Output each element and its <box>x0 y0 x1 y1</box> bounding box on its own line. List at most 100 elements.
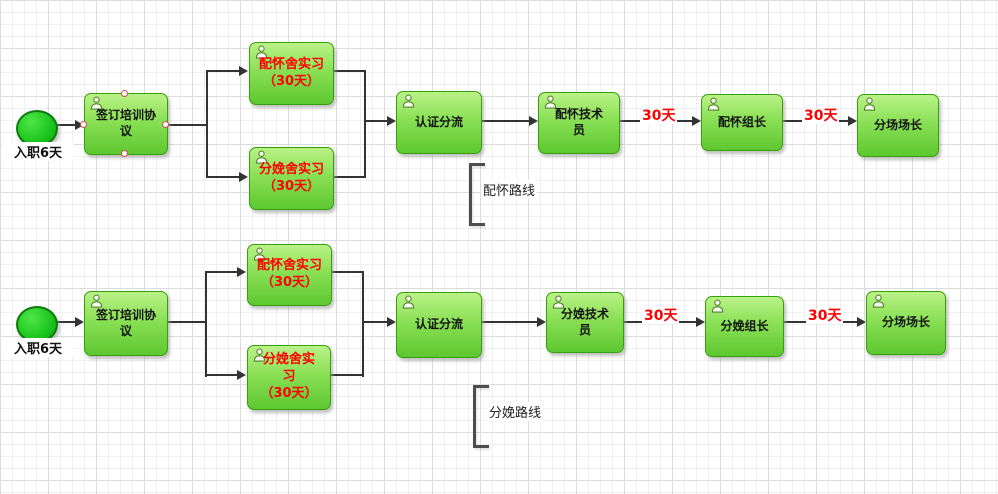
connector-split-vertical[interactable] <box>206 70 208 178</box>
route-label-farrowing: 分娩路线 <box>487 402 544 421</box>
node-certification-split-row2[interactable]: 认证分流 <box>396 292 482 358</box>
connector-split-to-branch-a[interactable] <box>207 70 240 72</box>
start-node-label: 入职6天 <box>2 142 74 161</box>
arrowhead-icon <box>387 317 396 327</box>
connection-point[interactable] <box>80 121 87 128</box>
connector-merge-to-cert[interactable] <box>363 321 388 323</box>
node-farm-manager-row2[interactable]: 分场场长 <box>866 291 946 355</box>
node-label-line2: （30天） <box>262 178 321 194</box>
node-sign-agreement-row1[interactable]: 签订培训协议 <box>84 93 168 155</box>
person-icon <box>707 97 720 111</box>
arrowhead-icon <box>239 66 248 76</box>
node-label-line1: 配怀舍实习 <box>258 56 324 72</box>
node-label: 分娩组长 <box>720 318 769 333</box>
connector-split-vertical[interactable] <box>205 271 207 377</box>
arrowhead-icon <box>75 120 84 130</box>
connection-point[interactable] <box>121 90 128 97</box>
person-icon <box>402 295 415 309</box>
arrowhead-icon <box>692 116 701 126</box>
person-icon <box>402 94 415 108</box>
node-mating-technician[interactable]: 配怀技术员 <box>538 92 620 154</box>
node-farrowing-technician[interactable]: 分娩技术员 <box>546 292 624 353</box>
connector-start-to-sign[interactable] <box>54 321 76 323</box>
node-label: 认证分流 <box>414 317 463 332</box>
connection-point[interactable] <box>162 121 169 128</box>
node-label-line1: 配怀舍实习 <box>256 258 322 274</box>
connector-cert-to-tech[interactable] <box>480 120 529 122</box>
node-label: 认证分流 <box>414 114 463 129</box>
connector-branch-a-to-merge[interactable] <box>332 70 366 72</box>
connector-sign-to-split[interactable] <box>166 124 208 126</box>
node-label: 分场场长 <box>881 315 930 330</box>
node-label-line2: （30天） <box>260 385 318 401</box>
person-icon <box>863 97 876 111</box>
node-label: 配怀技术员 <box>554 107 603 137</box>
node-farm-manager-row1[interactable]: 分场场长 <box>857 94 939 157</box>
route-bracket[interactable] <box>473 385 489 448</box>
person-icon <box>552 295 565 309</box>
connector-sign-to-split[interactable] <box>166 321 207 323</box>
route-bracket[interactable] <box>469 163 485 226</box>
person-icon <box>544 95 557 109</box>
arrowhead-icon <box>529 116 538 126</box>
node-mating-house-practice-row1[interactable]: 配怀舍实习（30天） <box>249 42 334 105</box>
connection-point[interactable] <box>121 150 128 157</box>
arrowhead-icon <box>857 317 866 327</box>
connector-branch-b-to-merge[interactable] <box>329 374 364 376</box>
arrowhead-icon <box>848 116 857 126</box>
connector-branch-a-to-merge[interactable] <box>330 271 364 273</box>
arrowhead-icon <box>537 317 546 327</box>
person-icon <box>90 96 103 110</box>
node-label-line1: 分娩舍实习 <box>258 161 324 177</box>
person-icon <box>253 247 266 261</box>
connector-split-to-branch-a[interactable] <box>206 271 237 273</box>
arrowhead-icon <box>387 116 396 126</box>
node-label: 配怀舍实习（30天） <box>259 57 324 91</box>
node-mating-house-practice-row2[interactable]: 配怀舍实习（30天） <box>247 244 332 306</box>
start-node-row2[interactable] <box>16 306 58 343</box>
person-icon <box>872 294 885 308</box>
node-label: 分场场长 <box>873 117 922 132</box>
start-node-label: 入职6天 <box>2 338 74 357</box>
node-farrowing-house-practice-row2[interactable]: 分娩舍实习（30天） <box>247 345 331 410</box>
arrowhead-icon <box>239 172 248 182</box>
person-icon <box>711 299 724 313</box>
arrowhead-icon <box>237 370 246 380</box>
connector-merge-vertical[interactable] <box>362 271 364 377</box>
edge-label-30days: 30天 <box>806 308 844 325</box>
node-label-line2: （30天） <box>262 73 321 89</box>
person-icon <box>255 45 268 59</box>
person-icon <box>90 294 103 308</box>
node-certification-split-row1[interactable]: 认证分流 <box>396 91 482 154</box>
node-label: 分娩舍实习（30天） <box>260 352 318 403</box>
edge-label-30days: 30天 <box>802 108 840 125</box>
node-label: 签订培训协议 <box>96 307 157 338</box>
node-label: 分娩技术员 <box>560 306 609 337</box>
connector-merge-vertical[interactable] <box>364 70 366 178</box>
arrowhead-icon <box>696 317 705 327</box>
arrowhead-icon <box>237 267 246 277</box>
connector-start-to-sign[interactable] <box>54 124 76 126</box>
node-label: 签订培训协议 <box>95 108 156 138</box>
connector-cert-to-tech[interactable] <box>480 321 538 323</box>
start-node-row1[interactable] <box>16 110 58 147</box>
node-label-line1: 分娩舍实习 <box>262 352 315 385</box>
arrowhead-icon <box>75 317 84 327</box>
connector-split-to-branch-b[interactable] <box>206 374 237 376</box>
node-label: 分娩舍实习（30天） <box>259 162 324 196</box>
connector-branch-b-to-merge[interactable] <box>332 176 366 178</box>
node-label: 配怀组长 <box>717 114 766 129</box>
connector-merge-to-cert[interactable] <box>365 120 388 122</box>
route-label-mating: 配怀路线 <box>481 180 538 199</box>
person-icon <box>253 348 266 362</box>
node-farrowing-team-leader[interactable]: 分娩组长 <box>705 296 784 357</box>
node-mating-team-leader[interactable]: 配怀组长 <box>701 94 783 151</box>
person-icon <box>255 150 268 164</box>
node-farrowing-house-practice-row1[interactable]: 分娩舍实习（30天） <box>249 147 334 210</box>
node-label: 配怀舍实习（30天） <box>257 258 322 292</box>
node-label-line2: （30天） <box>260 275 319 290</box>
connector-split-to-branch-b[interactable] <box>207 176 240 178</box>
node-sign-agreement-row2[interactable]: 签订培训协议 <box>84 291 168 356</box>
edge-label-30days: 30天 <box>640 108 678 125</box>
